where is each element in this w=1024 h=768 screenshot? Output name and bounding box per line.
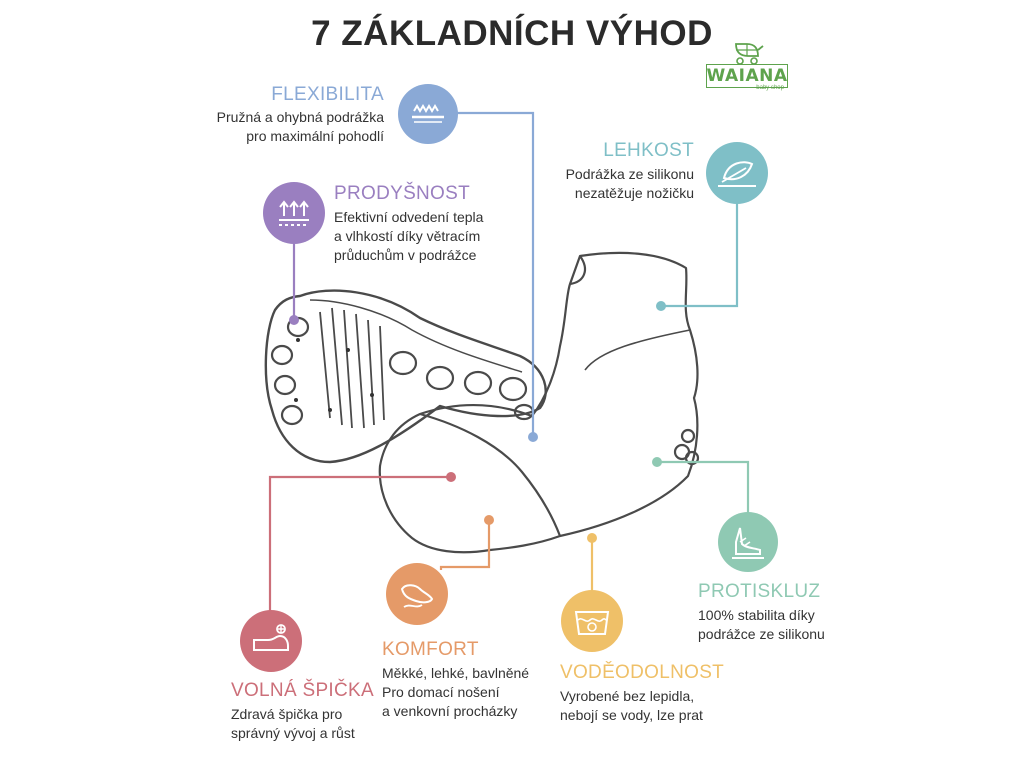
protiskluz-desc-line: podrážce ze silikonu — [698, 626, 825, 642]
vodeodolnost-desc-line: nebojí se vody, lze prat — [560, 707, 703, 723]
lehkost-desc-line: nezatěžuje nožičku — [574, 185, 694, 201]
lehkost-title: LEHKOST — [603, 140, 694, 161]
volna-spicka-desc-line: správný vývoj a růst — [231, 725, 355, 741]
vodeodolnost-desc-line: Vyrobené bez lepidla, — [560, 688, 695, 704]
connector-protiskluz — [657, 460, 750, 517]
vodeodolnost-title: VODĚODOLNOST — [560, 662, 725, 683]
toe-icon — [253, 624, 289, 651]
volna-spicka-badge — [240, 610, 302, 672]
prodysnost-desc-line: průduchům v podrážce — [334, 247, 477, 263]
protiskluz-badge — [718, 512, 778, 572]
flexible-sole-icon — [412, 104, 444, 123]
lehkost-desc: Podrážka ze silikonu nezatěžuje nožičku — [566, 165, 694, 203]
vodeodolnost-desc: Vyrobené bez lepidla, nebojí se vody, lz… — [560, 687, 703, 725]
feather-icon — [718, 161, 756, 187]
flexibilita-badge — [398, 84, 458, 144]
komfort-desc-line: Pro domací nošení — [382, 684, 500, 700]
komfort-title: KOMFORT — [382, 639, 479, 660]
logo-frame — [706, 64, 788, 88]
prodysnost-title: PRODYŠNOST — [334, 183, 471, 204]
anti-slip-foot-icon — [732, 527, 764, 559]
prodysnost-badge — [263, 182, 325, 244]
comfort-foot-icon — [400, 584, 434, 608]
protiskluz-desc: 100% stabilita díky podrážce ze silikonu — [698, 606, 825, 644]
prodysnost-desc-line: a vlhkostí díky větracím — [334, 228, 481, 244]
page-title: 7 ZÁKLADNÍCH VÝHOD — [311, 14, 713, 53]
ventilation-arrows-icon — [279, 200, 309, 226]
connector-volna-spicka — [268, 475, 451, 613]
logo-name: WAIANA — [706, 66, 788, 86]
prodysnost-desc-line: Efektivní odvedení tepla — [334, 209, 484, 225]
washing-icon — [574, 611, 610, 635]
prodysnost-desc: Efektivní odvedení tepla a vlhkostí díky… — [334, 208, 483, 265]
volna-spicka-title: VOLNÁ ŠPIČKA — [231, 680, 374, 701]
komfort-badge — [386, 563, 448, 625]
protiskluz-desc-line: 100% stabilita díky — [698, 607, 815, 623]
vodeodolnost-badge — [561, 590, 623, 652]
connector-komfort — [439, 520, 491, 570]
flexibilita-desc-line: Pružná a ohybná podrážka — [216, 109, 384, 125]
volna-spicka-desc-line: Zdravá špička pro — [231, 706, 343, 722]
flexibilita-desc-line: pro maximální pohodlí — [246, 128, 384, 144]
komfort-desc-line: a venkovní procházky — [382, 703, 518, 719]
sole-dots — [294, 338, 374, 412]
volna-spicka-desc: Zdravá špička pro správný vývoj a růst — [231, 705, 355, 743]
logo-tagline: baby shop — [756, 85, 784, 91]
connector-lehkost — [661, 197, 739, 308]
connector-endpoints — [289, 301, 666, 543]
komfort-desc: Měkké, lehké, bavlněné Pro domací nošení… — [382, 664, 529, 721]
lehkost-desc-line: Podrážka ze silikonu — [565, 166, 694, 182]
flexibilita-title: FLEXIBILITA — [271, 84, 384, 105]
flexibilita-desc: Pružná a ohybná podrážka pro maximální p… — [217, 108, 384, 146]
shoe-illustration — [264, 251, 700, 554]
protiskluz-title: PROTISKLUZ — [698, 581, 821, 602]
komfort-desc-line: Měkké, lehké, bavlněné — [382, 665, 530, 681]
lehkost-badge — [706, 142, 768, 204]
brand-logo: WAIANA baby shop — [704, 40, 790, 96]
connector-flexibilita — [442, 111, 535, 437]
